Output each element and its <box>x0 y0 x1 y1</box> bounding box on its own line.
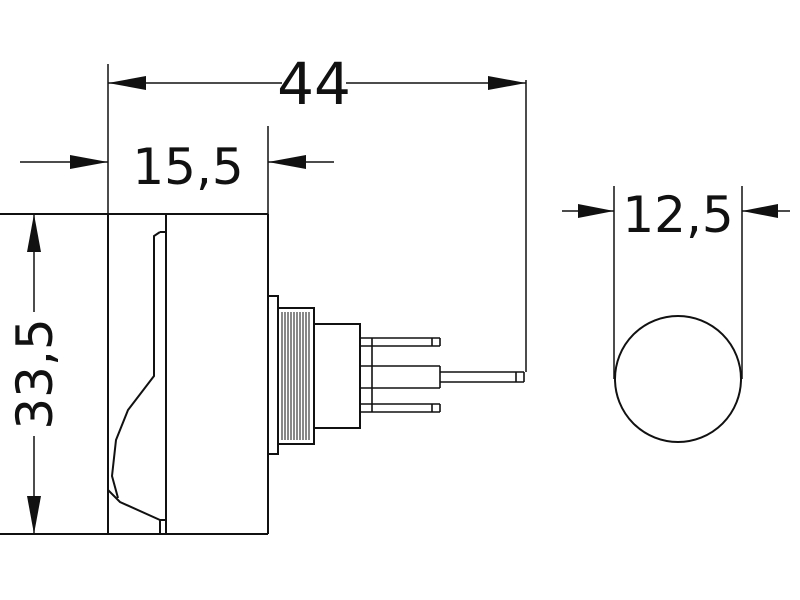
dimension-label-overall-length: 44 <box>277 50 351 118</box>
arrowhead <box>268 155 306 169</box>
collar-thread-lines <box>281 312 310 440</box>
dimension-arrowheads <box>27 76 778 534</box>
mounting-hole-circle <box>614 315 742 443</box>
extension-lines <box>0 64 743 535</box>
arrowhead <box>108 76 146 90</box>
arrowhead <box>70 155 108 169</box>
rocker-actuator <box>107 214 166 534</box>
mounting-hole-view <box>614 315 742 443</box>
terminal-pins <box>360 337 525 413</box>
rear-housing <box>313 323 361 429</box>
arrowhead <box>27 214 41 252</box>
dimension-label-height: 33,5 <box>6 318 64 429</box>
dimension-label-body-length: 15,5 <box>132 138 243 196</box>
arrowhead <box>578 204 614 218</box>
dimension-label-hole-diameter: 12,5 <box>622 186 733 244</box>
arrowhead <box>27 496 41 534</box>
arrowhead <box>488 76 526 90</box>
arrowhead <box>742 204 778 218</box>
